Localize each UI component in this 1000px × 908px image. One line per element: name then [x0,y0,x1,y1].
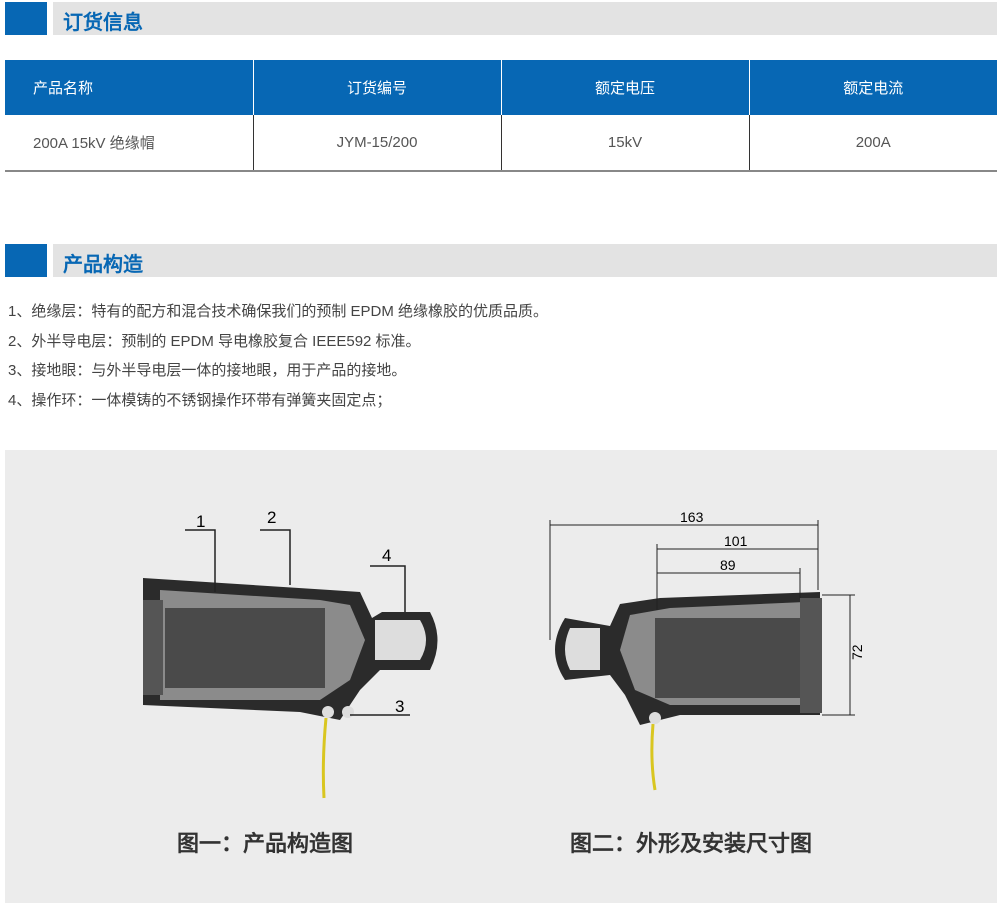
callout-label: 1 [196,512,205,531]
list-item: 2、外半导电层：预制的 EPDM 导电橡胶复合 IEEE592 标准。 [8,332,421,350]
list-item: 3、接地眼：与外半导电层一体的接地眼，用于产品的接地。 [8,362,407,379]
section-header-ordering: 订货信息 [5,2,997,35]
header-cell: 订货编号 [252,60,501,115]
list-item: 1、绝缘层：特有的配方和混合技术确保我们的预制 EPDM 绝缘橡胶的优质品质。 [8,303,549,320]
section-title: 订货信息 [63,12,143,34]
header-cell: 产品名称 [5,60,253,115]
list-item: 4、操作环：一体模铸的不锈钢操作环带有弹簧夹固定点； [8,391,392,409]
table-cell: 15kV [500,115,749,172]
callout-label: 4 [382,546,391,565]
header-cell: 额定电流 [748,60,997,115]
table-cell: 200A 15kV 绝缘帽 [5,115,253,172]
dimension-label: 72 [849,644,865,660]
table-row: 200A 15kV 绝缘帽 JYM-15/200 15kV 200A [5,115,997,172]
table-cell: JYM-15/200 [252,115,501,172]
callout-label: 3 [395,697,404,716]
figure2-caption: 图二：外形及安装尺寸图 [570,831,813,856]
header-cell: 额定电压 [500,60,749,115]
table-header-row: 产品名称 订货编号 额定电压 额定电流 [5,60,997,115]
ordering-table: 产品名称 订货编号 额定电压 额定电流 200A 15kV 绝缘帽 JYM-15… [5,60,997,172]
callout-label: 2 [267,508,276,527]
section-title: 产品构造 [63,254,143,276]
figure2-drawing: 163 101 89 72 [549,509,865,791]
section-header-structure: 产品构造 [5,244,997,277]
table-cell: 200A [748,115,997,172]
dimension-label: 101 [724,533,748,549]
figure1-drawing: 1 2 4 3 [143,508,438,799]
feature-list: 1、绝缘层：特有的配方和混合技术确保我们的预制 EPDM 绝缘橡胶的优质品质。 … [8,297,548,415]
figure1-caption: 图一：产品构造图 [177,831,354,856]
dimension-label: 89 [720,557,736,573]
dimension-label: 163 [680,509,704,525]
